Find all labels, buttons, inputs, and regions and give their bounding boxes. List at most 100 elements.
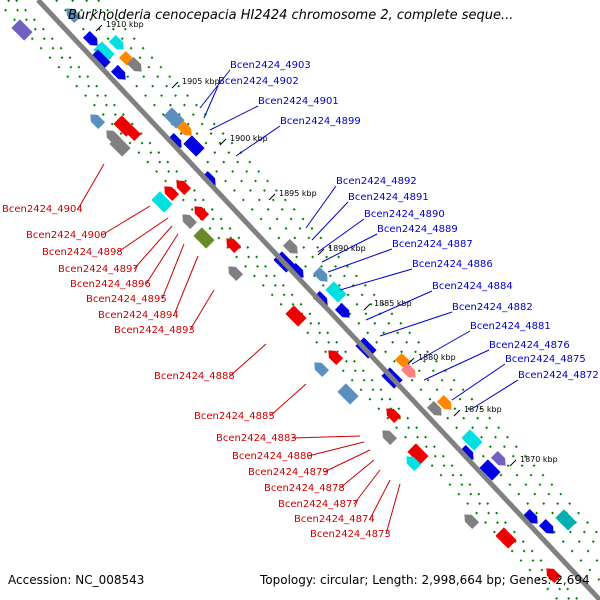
scale-tick-label: 1885 kbp (374, 299, 412, 308)
reverse-label-leader (385, 483, 401, 535)
reverse-gene-arrow (90, 114, 106, 130)
forward-gene-label: Bcen2424_4890 (364, 209, 445, 220)
reverse-gene-box (407, 443, 429, 465)
forward-gene-label: Bcen2424_4872 (518, 370, 599, 381)
forward-gene-box (479, 459, 501, 481)
forward-label-leader (365, 290, 433, 321)
topology-text: Topology: circular; Length: 2,998,664 bp… (260, 573, 590, 587)
forward-gene-box (183, 135, 205, 157)
forward-gene-label: Bcen2424_4882 (452, 302, 533, 313)
reverse-label-leader (77, 163, 105, 210)
reverse-gene-label: Bcen2424_4894 (98, 310, 179, 321)
reverse-gene-label: Bcen2424_4885 (194, 411, 275, 422)
reverse-gene-arrow (228, 266, 244, 282)
forward-gene-label: Bcen2424_4889 (377, 224, 458, 235)
reverse-gene-arrow (182, 214, 198, 230)
reverse-gene-arrow (314, 362, 330, 378)
scale-tick-label: 1895 kbp (279, 189, 317, 198)
scale-tick-mark (407, 357, 415, 365)
track-dot-line (0, 2, 559, 600)
forward-gene-arrow (166, 132, 182, 148)
reverse-gene-label: Bcen2424_4896 (70, 279, 151, 290)
reverse-gene-label: Bcen2424_4893 (114, 325, 195, 336)
reverse-gene-arrow (164, 186, 180, 202)
reverse-gene-box (11, 19, 33, 41)
scale-tick-label: 1890 kbp (328, 244, 366, 253)
track-dot-line (97, 0, 600, 538)
forward-label-leader (339, 268, 413, 291)
scale-tick-label: 1905 kbp (182, 77, 220, 86)
forward-gene-arrow (176, 120, 192, 136)
reverse-gene-label: Bcen2424_4900 (26, 230, 107, 241)
reverse-gene-label: Bcen2424_4874 (294, 514, 375, 525)
forward-label-leader (203, 85, 219, 119)
reverse-label-leader (189, 289, 215, 331)
forward-gene-label: Bcen2424_4892 (336, 176, 417, 187)
forward-gene-label: Bcen2424_4891 (348, 192, 429, 203)
forward-label-leader (317, 218, 365, 253)
forward-gene-arrow (282, 238, 298, 254)
reverse-gene-arrow (194, 206, 210, 222)
scale-tick-mark (95, 24, 103, 32)
scale-tick-mark (171, 81, 179, 89)
scale-tick-mark (219, 138, 227, 146)
reverse-gene-arrow (66, 8, 82, 24)
forward-gene-box (163, 107, 185, 129)
reverse-label-leader (161, 243, 185, 300)
scale-tick-mark (268, 193, 276, 201)
forward-gene-box (461, 429, 483, 451)
forward-label-leader (235, 125, 281, 157)
reverse-gene-label: Bcen2424_4883 (216, 433, 297, 444)
forward-gene-arrow (426, 400, 442, 416)
reverse-gene-label: Bcen2424_4873 (310, 529, 391, 540)
reverse-gene-arrow (176, 180, 192, 196)
scale-tick-mark (317, 248, 325, 256)
reverse-gene-box (285, 305, 307, 327)
forward-gene-label: Bcen2424_4887 (392, 239, 473, 250)
reverse-gene-arrow (382, 430, 398, 446)
forward-gene-label: Bcen2424_4876 (489, 340, 570, 351)
scale-tick-label: 1870 kbp (520, 455, 558, 464)
map-title: Burkholderia cenocepacia HI2424 chromoso… (68, 8, 514, 23)
forward-gene-label: Bcen2424_4902 (218, 76, 299, 87)
scale-tick-label: 1900 kbp (230, 134, 268, 143)
reverse-label-leader (323, 449, 371, 473)
reverse-label-leader (133, 225, 173, 270)
reverse-gene-label: Bcen2424_4880 (232, 451, 313, 462)
forward-gene-label: Bcen2424_4884 (432, 281, 513, 292)
scale-tick-mark (453, 409, 461, 417)
forward-gene-arrow (108, 34, 124, 50)
forward-gene-arrow (82, 30, 98, 46)
reverse-gene-arrow (386, 408, 402, 424)
reverse-gene-arrow (546, 568, 562, 584)
scale-tick-label: 1880 kbp (418, 353, 456, 362)
forward-label-leader (411, 330, 471, 365)
forward-label-leader (311, 201, 349, 241)
reverse-gene-label: Bcen2424_4897 (58, 264, 139, 275)
forward-label-leader (321, 233, 378, 263)
reverse-gene-label: Bcen2424_4879 (248, 467, 329, 478)
reverse-label-leader (291, 435, 361, 439)
reverse-label-leader (269, 383, 307, 417)
forward-label-leader (423, 349, 490, 381)
forward-gene-arrow (312, 266, 328, 282)
reverse-gene-label: Bcen2424_4898 (42, 247, 123, 258)
forward-label-leader (199, 69, 231, 109)
reverse-gene-box (337, 383, 359, 405)
forward-gene-arrow (522, 508, 538, 524)
reverse-gene-box (151, 191, 173, 213)
forward-gene-arrow (458, 444, 474, 460)
reverse-label-leader (117, 217, 169, 253)
forward-label-leader (469, 379, 519, 411)
forward-gene-arrow (436, 394, 452, 410)
reverse-gene-arrow (126, 126, 142, 142)
reverse-label-leader (307, 441, 365, 457)
forward-gene-box (555, 509, 577, 531)
reverse-label-leader (101, 205, 151, 236)
reverse-gene-box (193, 227, 215, 249)
forward-gene-box (325, 281, 347, 303)
forward-gene-label: Bcen2424_4901 (258, 96, 339, 107)
